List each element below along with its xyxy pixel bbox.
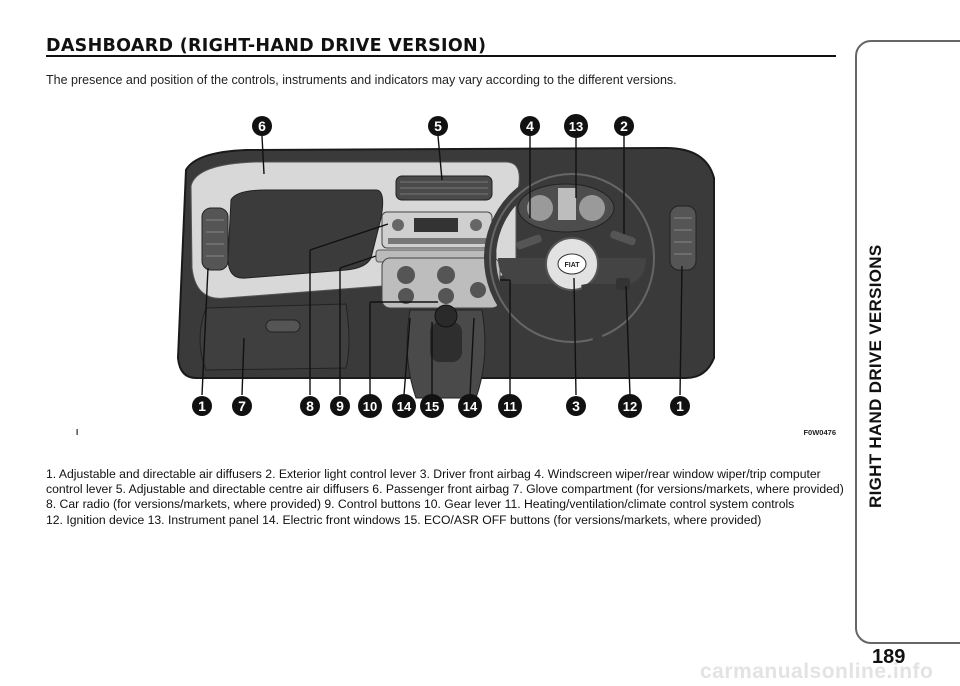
leader-lines [201,135,683,396]
figure-caption: 1. Adjustable and directable air diffuse… [46,467,846,528]
callout-14-left [392,394,416,418]
callout-15 [420,394,444,418]
page-number: 189 [868,646,910,669]
callout-12 [618,394,642,418]
fiat-badge: FIAT [564,262,580,269]
svg-text:7: 7 [238,398,246,414]
svg-text:8: 8 [306,398,314,414]
callout-5 [428,116,448,136]
title-underline [46,55,836,57]
gear-knob [434,304,458,328]
gear-lever-boot [430,322,462,362]
right-air-vent [669,205,697,271]
intro-text: The presence and position of the control… [46,73,677,87]
callout-13 [564,114,588,138]
svg-text:3: 3 [572,398,580,414]
caption-line: 8. Car radio (for versions/markets, wher… [46,497,795,512]
svg-text:1: 1 [198,398,206,414]
callout-6 [252,116,272,136]
dashboard-illustration: FIAT [46,108,836,443]
callout-11 [498,394,522,418]
glove-handle [265,319,301,333]
svg-text:2: 2 [620,118,628,134]
svg-text:4: 4 [526,118,534,134]
caption-line: 1. Adjustable and directable air diffuse… [46,467,821,481]
figure-tick-mark: I [76,428,79,437]
svg-text:11: 11 [503,399,517,414]
svg-text:14: 14 [397,399,412,414]
callout-8 [300,396,320,416]
svg-text:15: 15 [425,399,439,414]
callout-1-right [670,396,690,416]
callout-14-right [458,394,482,418]
svg-text:14: 14 [463,399,478,414]
bottom-callouts: 1 7 8 9 10 14 15 14 11 3 12 1 [192,394,690,418]
caption-line: 12. Ignition device 13. Instrument panel… [46,512,762,527]
ignition-device [616,278,630,290]
figure-code: F0W0476 [803,428,836,437]
svg-text:5: 5 [434,118,442,134]
steering-wheel: FIAT [484,168,660,348]
watermark: carmanualsonline.info [700,660,934,683]
callout-3 [566,396,586,416]
light-stalk [610,230,636,246]
chapter-tab-label: RIGHT HAND DRIVE VERSIONS [866,244,885,508]
callout-9 [330,396,350,416]
section-title: DASHBOARD (RIGHT-HAND DRIVE VERSION) [46,36,487,56]
svg-text:9: 9 [336,398,344,414]
callout-7 [232,396,252,416]
svg-text:13: 13 [569,119,583,134]
left-air-vent [201,207,229,271]
svg-text:12: 12 [623,399,637,414]
svg-text:6: 6 [258,118,266,134]
dashboard-drawing: FIAT [176,114,715,418]
glove-compartment [199,303,350,371]
wiper-stalk [516,234,542,250]
svg-text:1: 1 [676,398,684,414]
callout-1-left [192,396,212,416]
caption-line: control lever 5. Adjustable and directab… [46,482,844,497]
top-callouts: 6 5 4 13 2 [252,114,634,138]
svg-text:10: 10 [363,399,377,414]
callout-4 [520,116,540,136]
callout-10 [358,394,382,418]
callout-2 [614,116,634,136]
chapter-tab [855,40,960,644]
